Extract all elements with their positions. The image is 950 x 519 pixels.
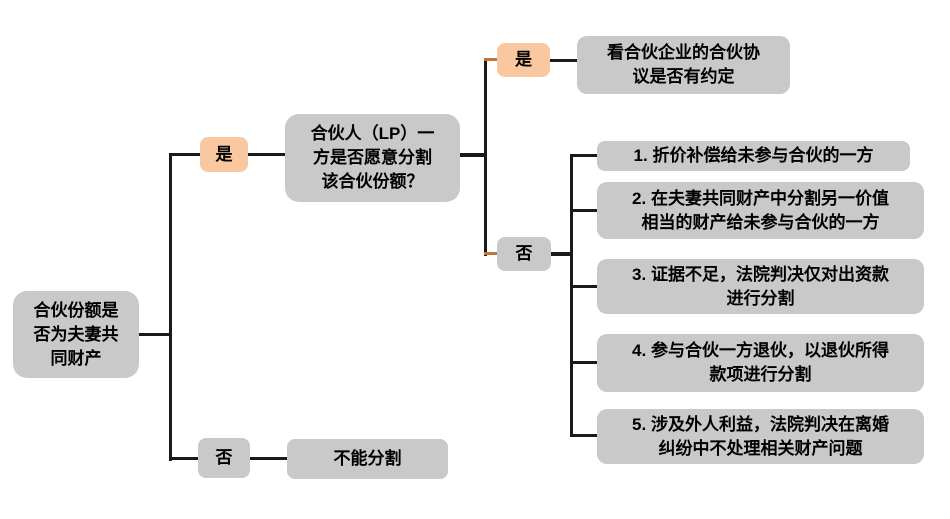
connector-level2-yes-stub-orange [484, 58, 497, 61]
outcome-3-node: 3. 证据不足，法院判决仅对出资款进行分割 [597, 259, 924, 314]
connector-root-stub [138, 333, 171, 336]
cannot-divide-node: 不能分割 [287, 439, 448, 479]
agreement-result-node: 看合伙企业的合伙协议是否有约定 [577, 36, 790, 94]
outcome-5-node: 5. 涉及外人利益，法院判决在离婚纠纷中不处理相关财产问题 [597, 409, 924, 464]
connector-level2-vertical [484, 58, 487, 256]
connector-outcome1-stub [570, 154, 597, 157]
outcome-2-node: 2. 在夫妻共同财产中分割另一价值相当的财产给未参与合伙的一方 [597, 182, 924, 239]
root-node: 合伙份额是否为夫妻共同财产 [13, 291, 139, 378]
branch-no-node: 否 [198, 438, 250, 478]
connector-outcome5-stub [570, 434, 597, 437]
sub-yes-node: 是 [497, 43, 550, 77]
connector-outcome3-stub [570, 285, 597, 288]
connector-outcome4-stub [570, 361, 597, 364]
connector-subno-stub [551, 252, 572, 256]
connector-level1-vertical [169, 153, 172, 461]
connector-level1-yes-stub [169, 153, 200, 156]
connector-question-stub [460, 153, 485, 157]
outcome-4-node: 4. 参与合伙一方退伙，以退伙所得款项进行分割 [597, 334, 924, 392]
connector-outcome2-stub [570, 209, 597, 212]
connector-level1-no-stub [169, 457, 198, 460]
sub-no-node: 否 [497, 237, 551, 271]
connector-level2-no-stub-orange [484, 252, 497, 255]
branch-yes-node: 是 [200, 137, 248, 172]
outcome-1-node: 1. 折价补偿给未参与合伙的一方 [597, 141, 910, 171]
connector-subyes-to-result [550, 59, 577, 62]
connector-yes-to-question [248, 153, 285, 156]
lp-question-node: 合伙人（LP）一方是否愿意分割该合伙份额？ [285, 114, 460, 202]
connector-no-to-result [250, 457, 287, 460]
connector-outcomes-vertical [570, 154, 573, 437]
